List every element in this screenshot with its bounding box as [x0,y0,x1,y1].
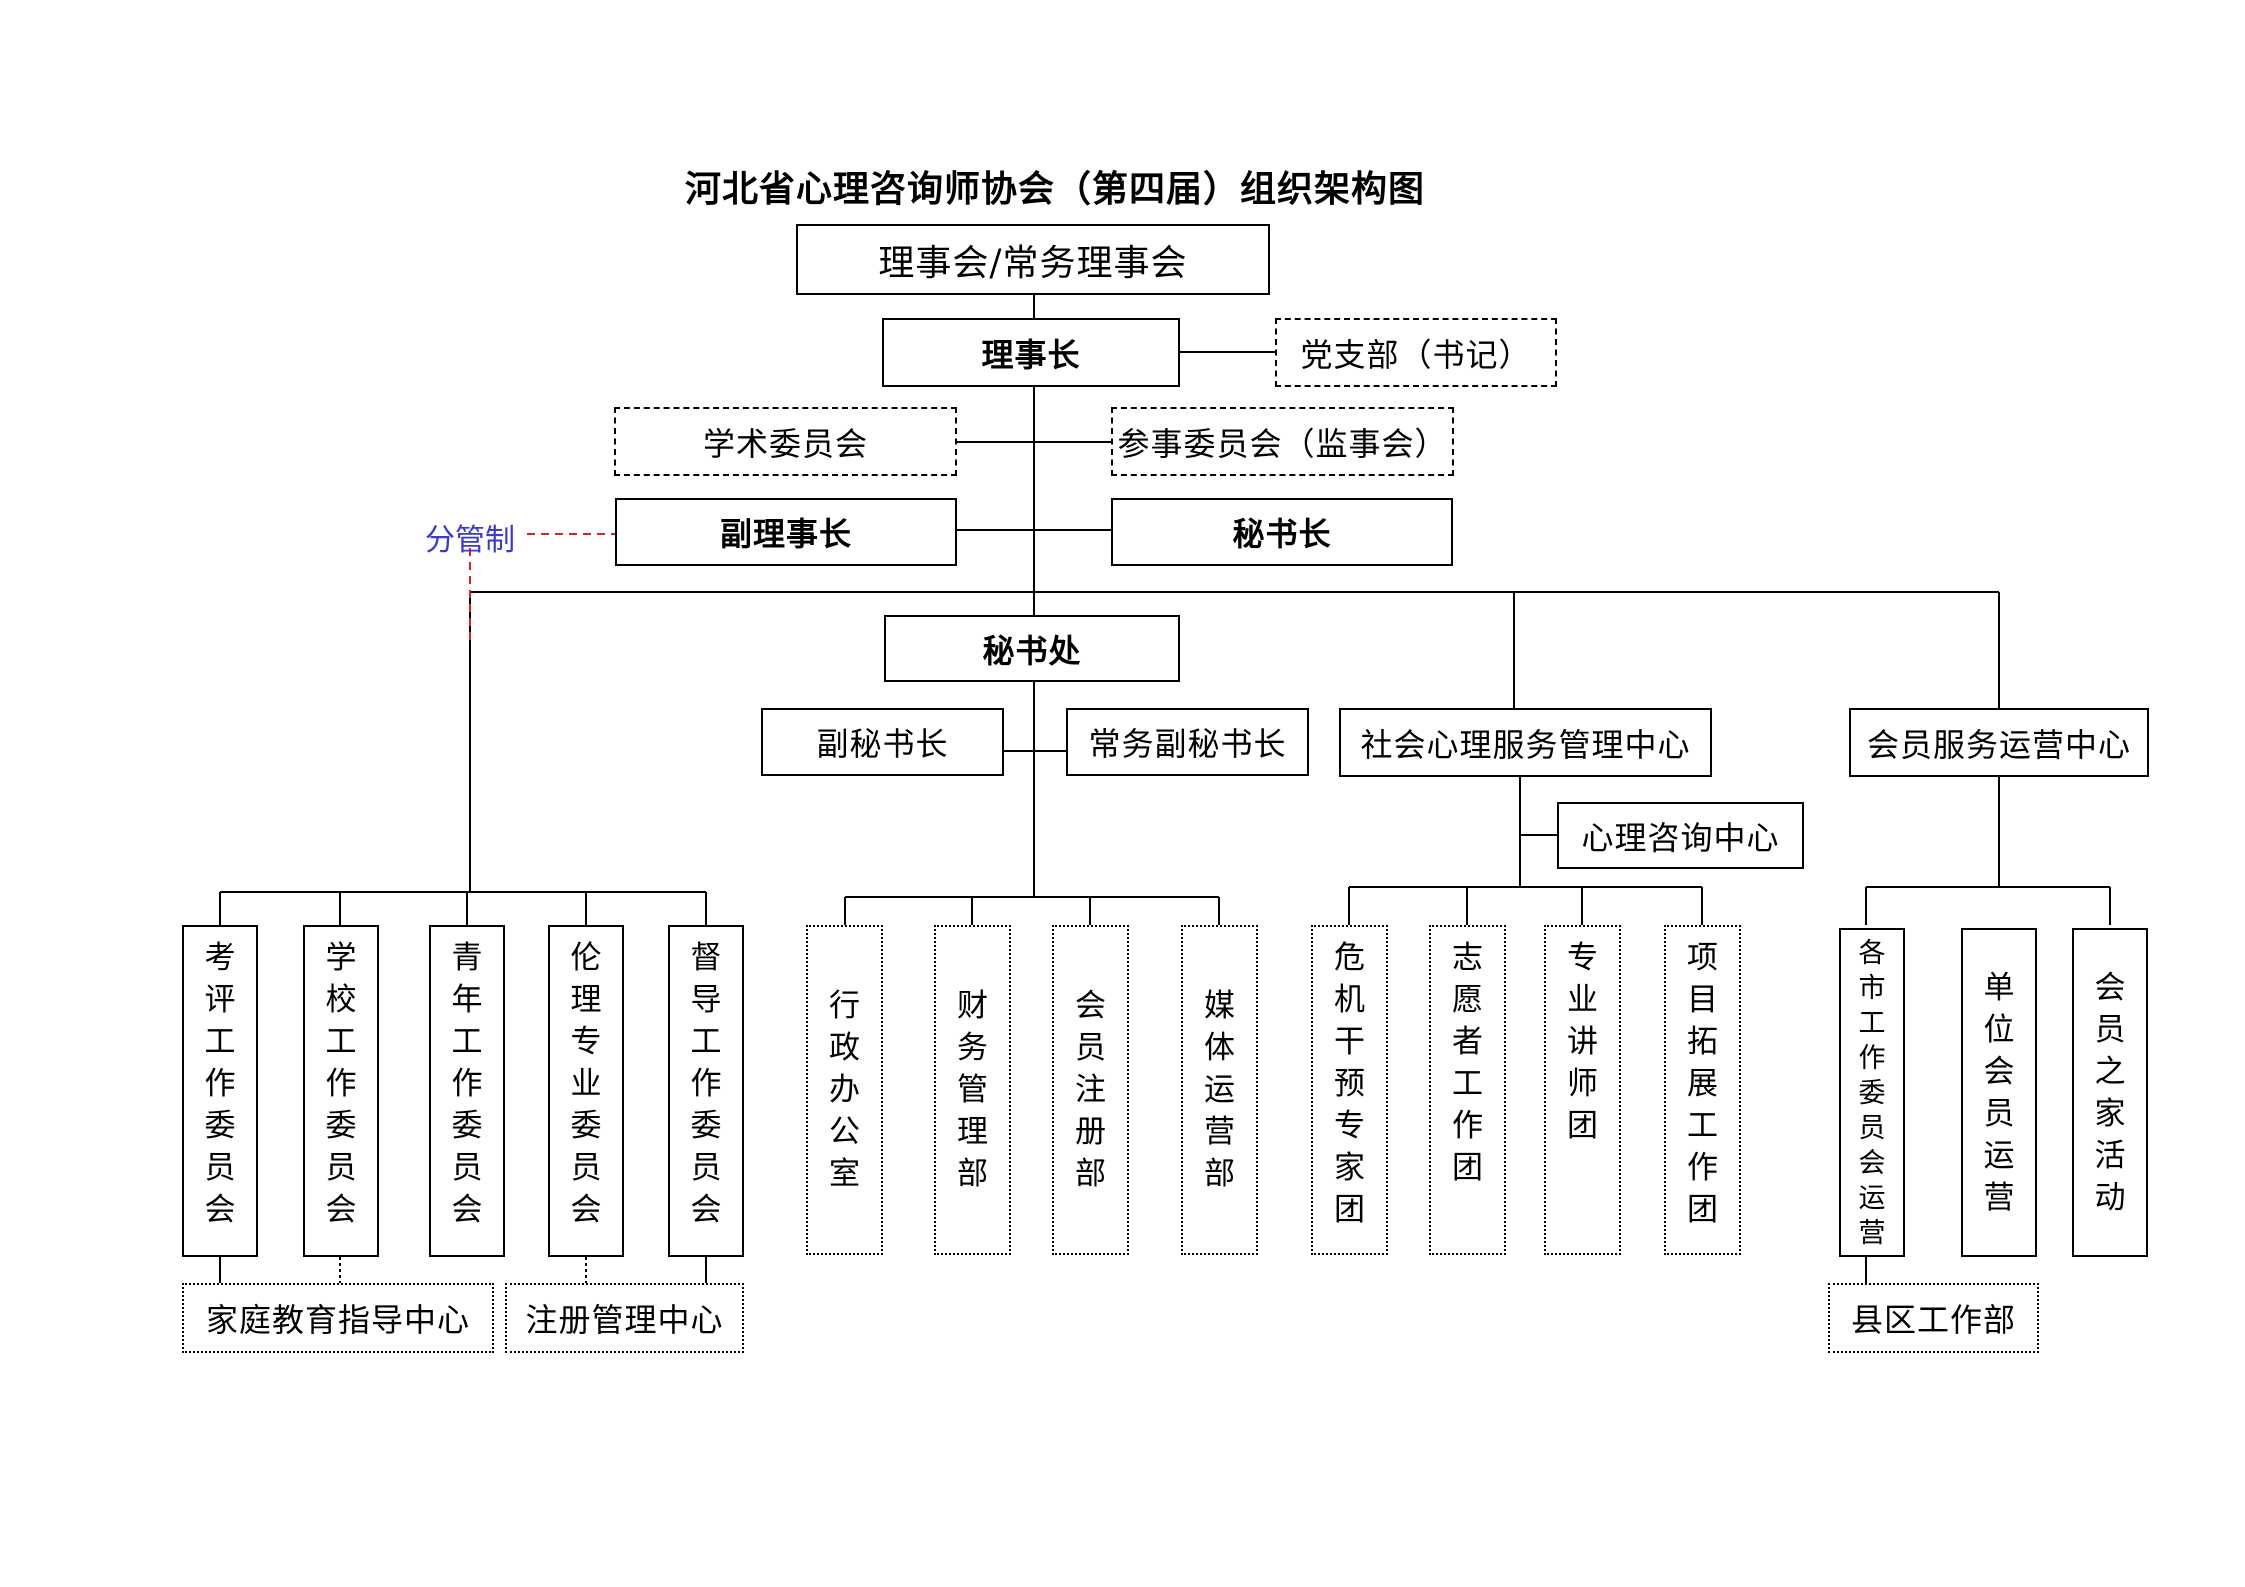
service-group-box: 危 机 干 预 专 家 团 [1311,925,1388,1255]
family-education-center-box: 家庭教育指导中心 [182,1283,494,1353]
member-unit-box: 会 员 之 家 活 动 [2072,928,2148,1257]
chart-title: 河北省心理咨询师协会（第四届）组织架构图 [684,169,1425,210]
vertical-label: 学 校 工 作 委 员 会 [325,940,357,1228]
party-branch-box: 党支部（书记） [1275,318,1557,387]
service-group-box: 项 目 拓 展 工 作 团 [1664,925,1741,1255]
vice-chairman-box: 副理事长 [615,498,957,566]
member-unit-box: 各 市 工 作 委 员 会 运 营 [1839,928,1905,1257]
vertical-label: 会 员 注 册 部 [1075,988,1106,1192]
counseling-center-box: 心理咨询中心 [1557,802,1804,869]
department-box: 会 员 注 册 部 [1052,925,1129,1255]
service-group-box: 专 业 讲 师 团 [1544,925,1621,1255]
committee-box: 学 校 工 作 委 员 会 [303,925,379,1257]
vertical-label: 行 政 办 公 室 [829,988,860,1192]
vertical-label: 各 市 工 作 委 员 会 运 营 [1858,938,1886,1249]
vertical-label: 志 愿 者 工 作 团 [1452,940,1483,1186]
vertical-label: 督 导 工 作 委 员 会 [690,940,722,1228]
department-box: 财 务 管 理 部 [934,925,1011,1255]
committee-box: 伦 理 专 业 委 员 会 [548,925,624,1257]
department-box: 行 政 办 公 室 [806,925,883,1255]
vertical-label: 项 目 拓 展 工 作 团 [1687,940,1718,1228]
management-annotation: 分管制 [425,523,515,558]
advisory-committee-box: 参事委员会（监事会） [1111,407,1454,476]
member-service-center-box: 会员服务运营中心 [1849,708,2149,777]
vertical-label: 考 评 工 作 委 员 会 [204,940,236,1228]
vertical-label: 单 位 会 员 运 营 [1983,969,2015,1216]
committee-box: 青 年 工 作 委 员 会 [429,925,505,1257]
vertical-label: 专 业 讲 师 团 [1567,940,1598,1144]
vertical-label: 媒 体 运 营 部 [1204,988,1235,1192]
deputy-secretary-general-box: 副秘书长 [761,708,1004,776]
executive-deputy-secretary-general-box: 常务副秘书长 [1066,708,1309,776]
vertical-label: 青 年 工 作 委 员 会 [451,940,483,1228]
committee-box: 考 评 工 作 委 员 会 [182,925,258,1257]
social-service-center-box: 社会心理服务管理中心 [1339,708,1712,777]
county-work-department-box: 县区工作部 [1828,1283,2039,1353]
member-unit-box: 单 位 会 员 运 营 [1961,928,2037,1257]
secretariat-box: 秘书处 [884,615,1180,682]
vertical-label: 伦 理 专 业 委 员 会 [570,940,602,1228]
department-box: 媒 体 运 营 部 [1181,925,1258,1255]
registration-center-box: 注册管理中心 [505,1283,744,1353]
committee-box: 督 导 工 作 委 员 会 [668,925,744,1257]
service-group-box: 志 愿 者 工 作 团 [1429,925,1506,1255]
council-box: 理事会/常务理事会 [796,224,1270,295]
vertical-label: 危 机 干 预 专 家 团 [1334,940,1365,1228]
secretary-general-box: 秘书长 [1111,498,1453,566]
vertical-label: 财 务 管 理 部 [957,988,988,1192]
chairman-box: 理事长 [882,318,1180,387]
academic-committee-box: 学术委员会 [614,407,957,476]
vertical-label: 会 员 之 家 活 动 [2094,969,2126,1216]
